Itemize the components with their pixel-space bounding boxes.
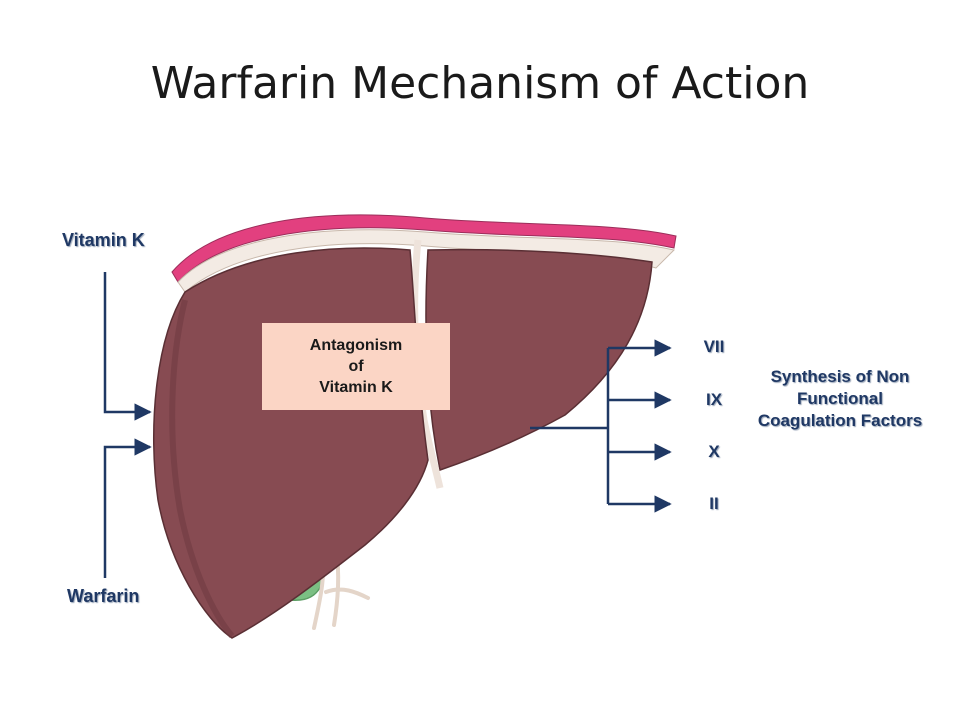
antagonism-line-2: of	[348, 358, 364, 375]
liver-capsule	[171, 214, 677, 283]
output-trunk	[530, 348, 610, 504]
nonfunctional-factors-label: Synthesis of Non Functional Coagulation …	[757, 367, 923, 430]
factor-x-label: X	[708, 442, 720, 461]
liver-left-lobe	[425, 248, 653, 471]
liver-right-lobe	[152, 247, 429, 639]
warfarin-arrow	[103, 438, 152, 578]
slide-title: Warfarin Mechanism of Action	[150, 58, 810, 109]
vitamin-k-arrow	[103, 272, 152, 421]
vitamin-k-label: Vitamin K	[62, 230, 145, 250]
antagonism-line-1: Antagonism	[309, 337, 403, 354]
antagonism-box: Antagonism of Vitamin K	[262, 323, 450, 410]
warfarin-label: Warfarin	[67, 586, 140, 606]
factor-ix-label: IX	[705, 390, 723, 409]
factor-ii-label: II	[709, 494, 719, 513]
antagonism-line-3: Vitamin K	[319, 379, 393, 396]
factor-vii-label: VII	[703, 337, 725, 356]
